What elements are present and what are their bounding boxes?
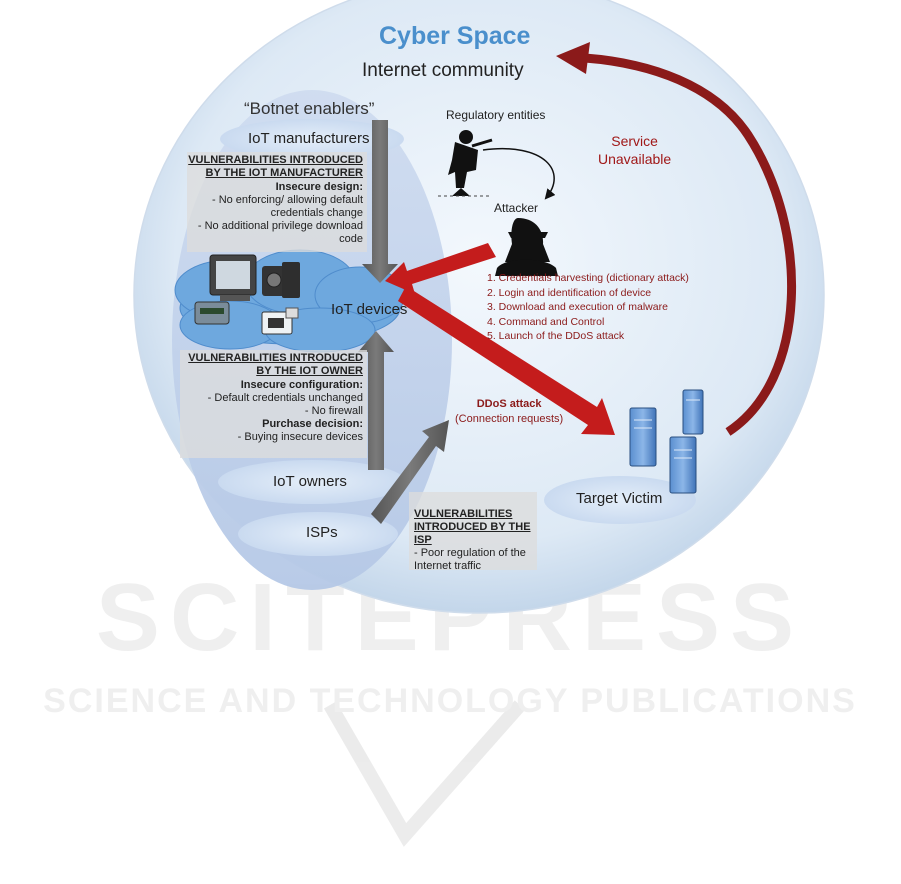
- gray-arrows: [358, 120, 449, 524]
- owner-box-sub-1: Insecure configuration:: [240, 379, 363, 391]
- manufacturer-vulnerabilities-box: VULNERABILITIES INTRODUCED BY THE IOT MA…: [187, 152, 367, 252]
- target-victim-label: Target Victim: [576, 490, 663, 507]
- manufacturer-box-line: code: [339, 233, 363, 245]
- ddos-subtitle: (Connection requests): [455, 413, 564, 425]
- isp-box-heading-1: VULNERABILITIES: [414, 508, 513, 520]
- attacker-icon: [495, 218, 558, 276]
- iot-manufacturers-pill: [220, 119, 404, 159]
- attacker-to-devices-arrow: [385, 243, 496, 294]
- owner-vulnerabilities-box: VULNERABILITIES INTRODUCED BY THE IOT OW…: [180, 350, 367, 458]
- service-unavailable-line-2: Unavailable: [598, 151, 672, 167]
- attack-step: 2. Login and identification of device: [487, 286, 652, 299]
- target-victim-pill: [544, 476, 696, 524]
- manufacturer-box-heading-1: VULNERABILITIES INTRODUCED: [188, 154, 363, 166]
- owner-box-line: - Buying insecure devices: [237, 431, 363, 443]
- attack-step: 4. Command and Control: [487, 315, 605, 328]
- isps-label: ISPs: [306, 524, 338, 541]
- owner-box-heading-2: BY THE IOT OWNER: [256, 365, 363, 377]
- owners-to-devices-arrow: [358, 331, 394, 470]
- watermark-swoosh: [323, 700, 526, 847]
- manufacturer-box-sub: Insecure design:: [275, 181, 363, 193]
- attack-step: 1. Credentials harvesting (dictionary at…: [487, 272, 689, 284]
- service-unavailable-arrow: [584, 53, 797, 436]
- internet-community-subtitle: Internet community: [362, 60, 524, 81]
- service-unavailable-line-1: Service: [611, 133, 658, 149]
- watermark-small-text: SCIENCE AND TECHNOLOGY PUBLICATIONS: [43, 682, 857, 720]
- owner-box-heading-1: VULNERABILITIES INTRODUCED: [188, 352, 363, 364]
- manufacturer-to-devices-arrow: [362, 120, 398, 283]
- owner-box-line: - Default credentials unchanged: [207, 392, 363, 404]
- target-victim-servers-icon: [629, 389, 704, 494]
- iot-owners-pill: [218, 460, 406, 504]
- owner-box-sub-2: Purchase decision:: [262, 418, 363, 430]
- owner-box-line: - No firewall: [304, 405, 363, 417]
- service-unavailable-label: Service Unavailable: [598, 132, 671, 168]
- manufacturer-box-line: credentials change: [270, 207, 363, 219]
- isp-box-heading-2: INTRODUCED BY THE ISP: [414, 521, 531, 546]
- regulatory-to-attacker-arrow: [482, 148, 556, 200]
- service-unavailable-arrowhead: [556, 42, 590, 74]
- isp-vulnerabilities-box: VULNERABILITIES INTRODUCED BY THE ISP - …: [409, 492, 537, 572]
- cyber-space-title: Cyber Space: [379, 22, 531, 50]
- regulatory-figure-icon: [438, 130, 493, 197]
- ddos-attack-label: DDoS attack (Connection requests): [455, 397, 563, 427]
- manufacturer-box-line: - No additional privilege download: [197, 220, 363, 232]
- iot-owners-label: IoT owners: [273, 473, 347, 490]
- attack-steps-list: 1. Credentials harvesting (dictionary at…: [487, 271, 689, 344]
- attacker-label: Attacker: [494, 201, 539, 215]
- devices-to-victim-arrow: [398, 286, 615, 435]
- isp-to-ddos-arrow: [371, 420, 449, 524]
- ddos-title: DDoS attack: [476, 398, 542, 410]
- manufacturer-box-heading-2: BY THE IOT MANUFACTURER: [205, 167, 363, 179]
- regulatory-entities-label: Regulatory entities: [446, 108, 546, 122]
- iot-devices-icon: [194, 254, 300, 335]
- iot-manufacturers-label: IoT manufacturers: [248, 130, 370, 147]
- iot-devices-label: IoT devices: [331, 301, 408, 318]
- isp-box-line: - Poor regulation of the: [414, 547, 526, 559]
- isps-pill: [238, 512, 398, 556]
- attack-step: 3. Download and execution of malware: [487, 301, 668, 313]
- attack-step: 5. Launch of the DDoS attack: [487, 330, 625, 342]
- red-arrows: [385, 243, 615, 435]
- manufacturer-box-line: - No enforcing/ allowing default: [211, 194, 363, 206]
- botnet-enablers-title: “Botnet enablers”: [244, 99, 375, 118]
- isp-box-line: Internet traffic: [414, 560, 482, 572]
